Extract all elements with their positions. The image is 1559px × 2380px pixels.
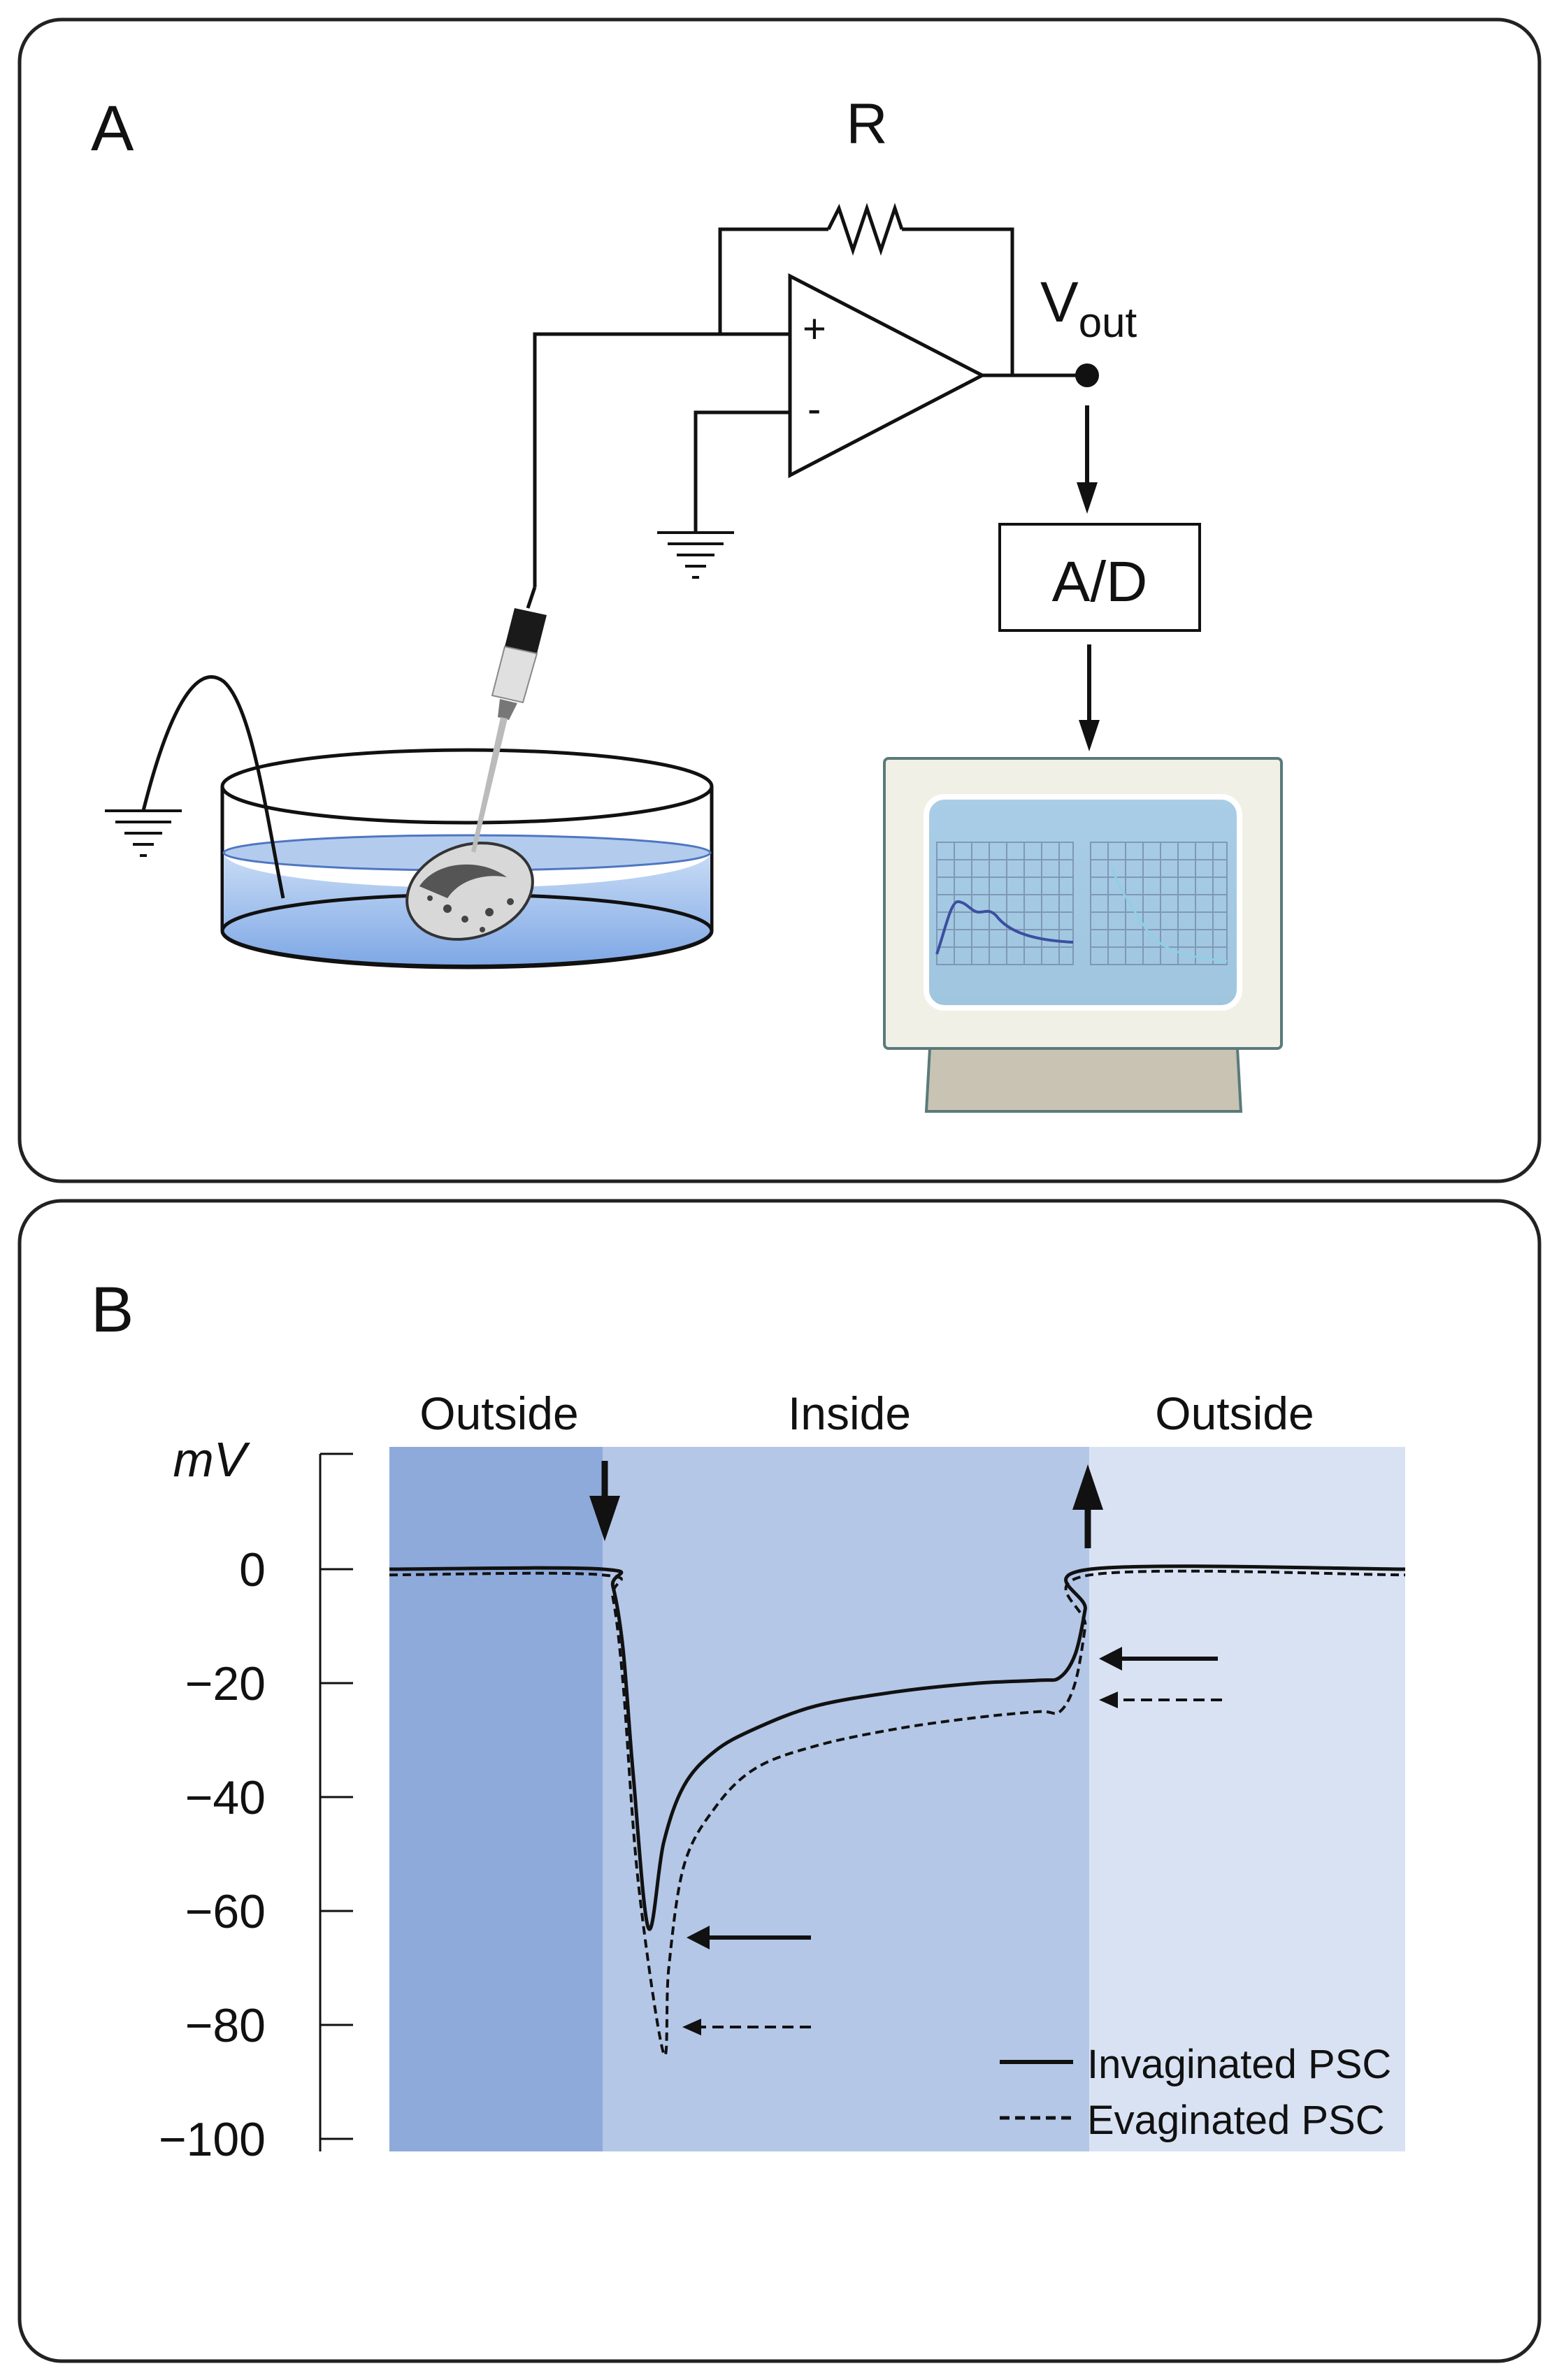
electrode-icon [471,586,547,853]
legend-label-evaginated: Evaginated PSC [1087,2098,1385,2143]
vout-main: V [1040,271,1079,334]
arrow-left-dashed-icon [1099,1692,1222,1708]
plus-sign: + [803,306,826,352]
region-label-outside-right: Outside [1155,1387,1314,1439]
y-tick-label: −80 [185,1999,266,2052]
y-tick-label: 0 [239,1543,266,1596]
y-tick-label: −60 [185,1885,266,1938]
monitor-icon [883,757,1283,1113]
arrow-down-icon [1077,405,1098,514]
y-ticks: 0 −20 −40 −60 −80 −100 [159,1543,353,2166]
arrow-left-icon [1099,1647,1218,1671]
region-outside-right [1089,1447,1405,2151]
region-outside-left [389,1447,603,2151]
panel-b-label: B [91,1274,134,1346]
ground-icon [105,809,182,857]
legend-label-invaginated: Invaginated PSC [1087,2042,1391,2087]
minus-sign: - [807,387,821,432]
resistor-icon [826,203,904,256]
panel-b: B Outside Inside Outside mV 0 −20 −40 −60 −8… [17,1199,1542,2363]
legend: Invaginated PSC Evaginated PSC [1000,2042,1391,2143]
adc-label: A/D [1052,550,1148,614]
bath-ground-wire [141,675,285,899]
panel-a: A R + - Vout [17,17,1542,1183]
enter-arrow-icon [589,1461,620,1541]
region-label-outside-left: Outside [419,1387,578,1439]
y-tick-label: −100 [159,2113,266,2166]
arrow-left-icon [687,1926,811,1949]
vout-node-icon [1075,363,1099,387]
vout-label: Vout [1040,271,1137,346]
series-line-evaginated [389,1569,1406,2057]
y-tick-label: −40 [185,1771,266,1824]
circuit-wires [533,203,1087,587]
y-axis-label: mV [173,1432,251,1487]
arrow-left-dashed-icon [682,2019,811,2035]
op-amp-icon [788,273,986,479]
resistor-label: R [846,92,887,156]
panel-a-label: A [91,93,134,164]
y-tick-label: −20 [185,1657,266,1710]
series-line-invaginated [389,1564,1406,1931]
exit-arrow-icon [1072,1464,1103,1548]
arrow-down-icon [1079,644,1100,751]
tissue-sample-icon [405,842,534,941]
vout-sub: out [1079,299,1137,346]
region-inside [603,1447,1089,2151]
region-label-inside: Inside [788,1387,911,1439]
ground-icon [657,531,734,579]
adc-box [998,523,1201,632]
